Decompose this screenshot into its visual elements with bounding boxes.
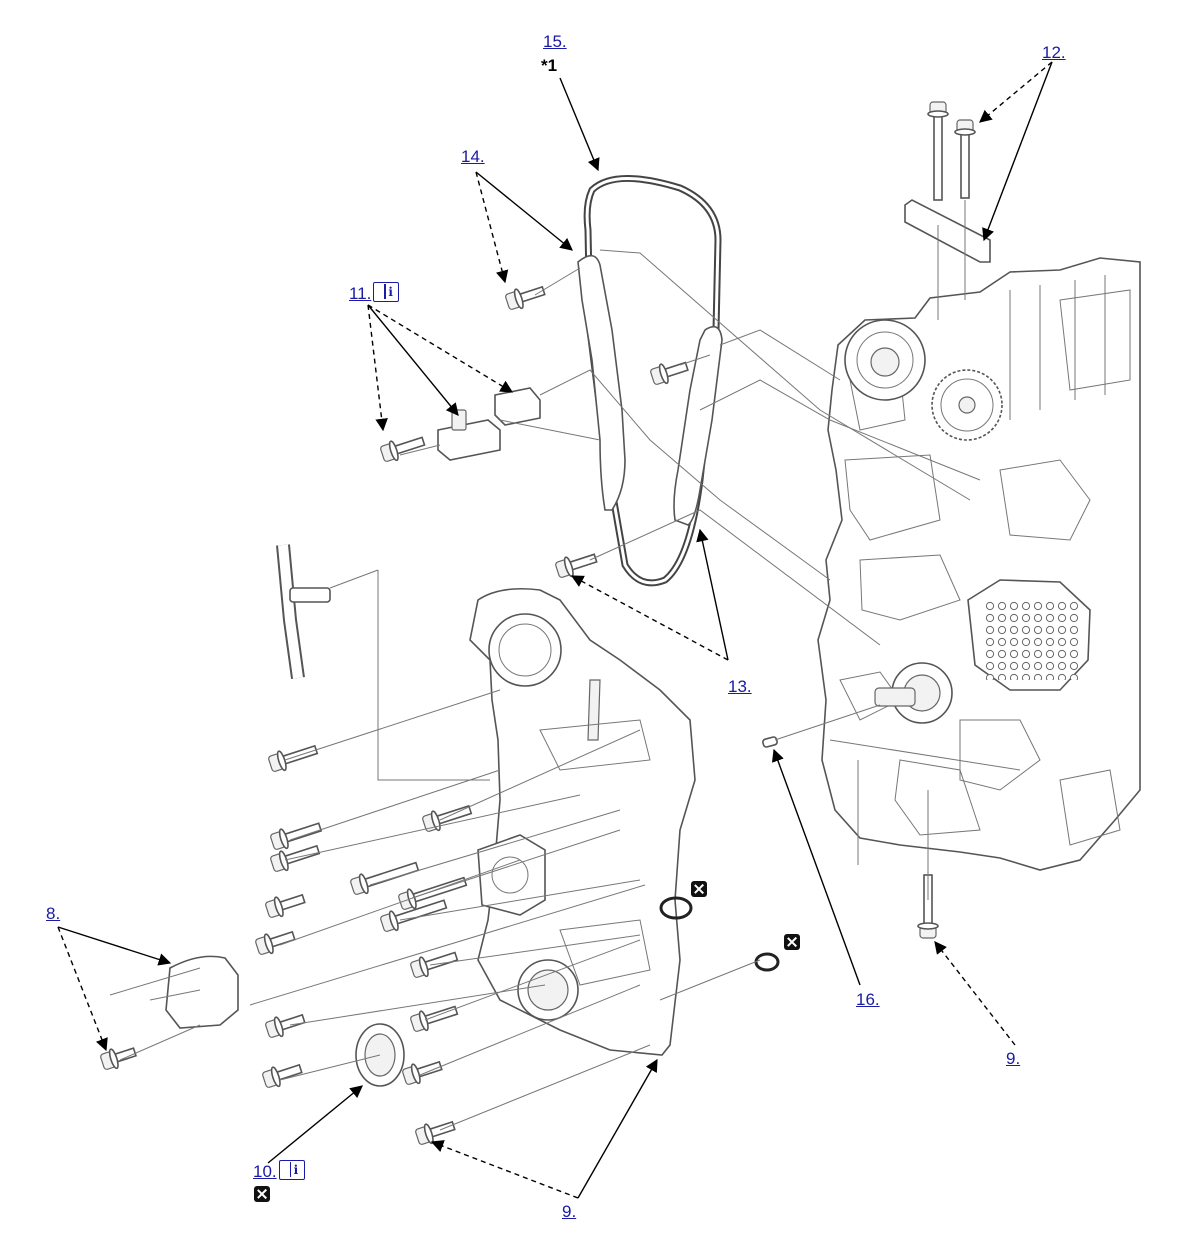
flange-bolt (262, 1063, 303, 1088)
chain-guide (673, 325, 723, 526)
flange-bolt (505, 285, 546, 310)
flange-bolt (917, 874, 939, 939)
camshaft-holder-plate (904, 199, 991, 263)
timing-chain (583, 175, 722, 587)
flange-bolt (265, 1013, 306, 1038)
flange-bolt (402, 1060, 443, 1085)
callout-14[interactable]: 14. (461, 147, 485, 166)
note-marker: *1 (541, 56, 558, 75)
callout-11-label[interactable]: 11. (349, 284, 372, 303)
callout-9-right[interactable]: 9. (1006, 1049, 1021, 1068)
leader-lines (57, 61, 1053, 1199)
flange-bolt (270, 844, 321, 872)
chain-tensioner (437, 387, 541, 461)
flange-bolt (255, 930, 296, 955)
flange-bolt (270, 822, 323, 850)
cover-plate (165, 955, 239, 1029)
flange-bolt (350, 861, 420, 895)
flange-bolt (927, 101, 949, 201)
manual-book-icon[interactable] (373, 282, 400, 302)
flange-bolt (555, 553, 598, 578)
o-ring-lower (754, 952, 780, 972)
flange-bolt (954, 119, 976, 199)
flange-bolt (415, 1120, 456, 1145)
callout-13[interactable]: 13. (728, 677, 752, 696)
flange-bolt (410, 951, 459, 978)
dowel-pin (762, 736, 778, 748)
callout-10-label[interactable]: 10. (253, 1162, 277, 1181)
manual-book-icon[interactable] (278, 1160, 305, 1180)
flange-bolt (650, 361, 689, 385)
callout-8[interactable]: 8. (46, 904, 61, 923)
replace-part-icon (254, 1186, 270, 1202)
flange-bolt (410, 1005, 459, 1032)
flange-bolt (265, 893, 306, 918)
callout-15[interactable]: 15. (543, 32, 567, 51)
callout-9-bottom[interactable]: 9. (562, 1202, 577, 1221)
callout-11[interactable]: 11. (349, 282, 400, 304)
callout-16[interactable]: 16. (856, 990, 880, 1009)
assembly-lines (109, 200, 981, 1131)
callout-10[interactable]: 10. (253, 1160, 305, 1182)
replace-part-icon (784, 934, 800, 950)
flange-bolt (380, 436, 426, 462)
wire-harness (276, 544, 331, 679)
timing-chain-cover (469, 587, 696, 1056)
callout-12[interactable]: 12. (1042, 43, 1066, 62)
engine-block (817, 257, 1141, 871)
replace-part-icon (691, 881, 707, 897)
flange-bolt (100, 1047, 137, 1070)
o-ring-upper (659, 896, 693, 920)
